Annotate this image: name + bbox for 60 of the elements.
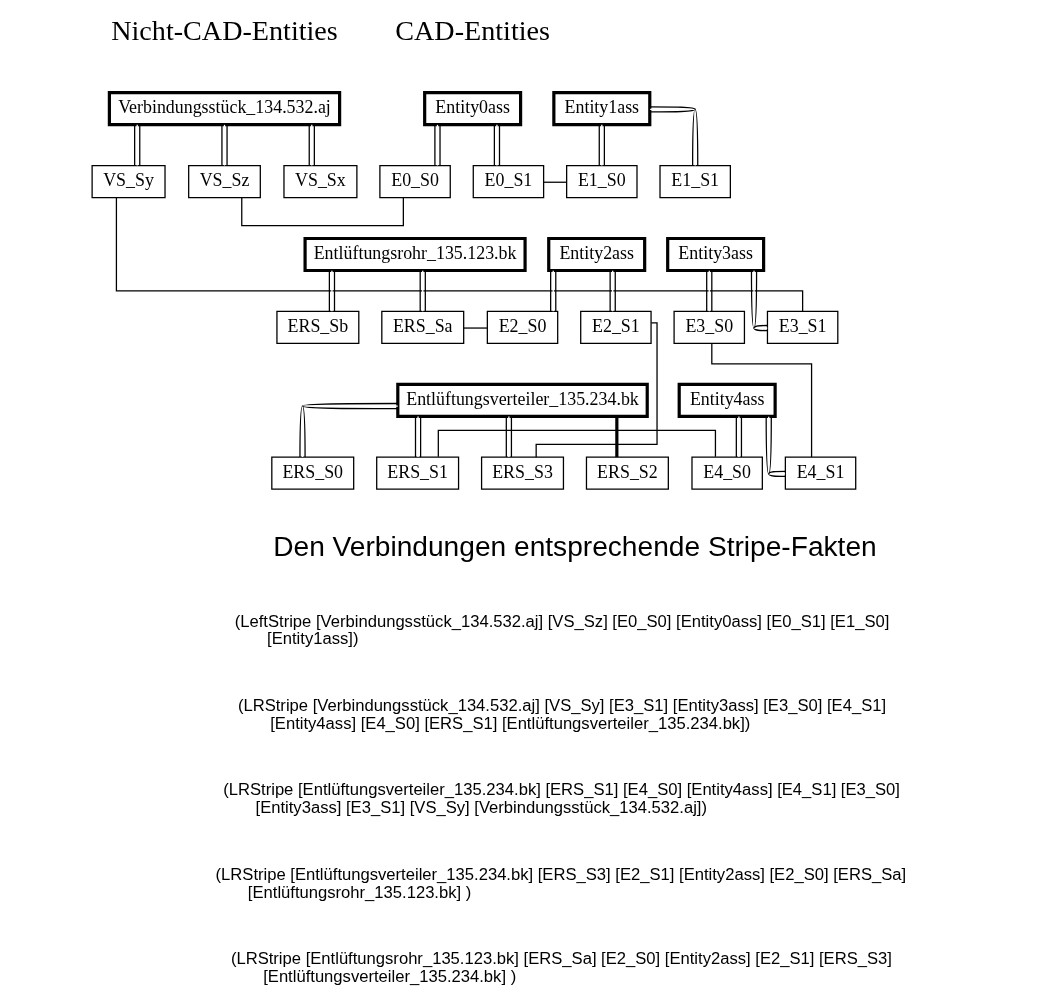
connector xyxy=(750,270,768,332)
node-box: VS_Sz xyxy=(188,164,261,199)
connector xyxy=(221,124,228,167)
node-box: E4_S0 xyxy=(691,456,763,490)
connector xyxy=(765,416,786,478)
node-box: Entlüftungsverteiler_135.234.bk xyxy=(396,382,649,418)
label: (LRStripe [Entlüftungsrohr_135.123.bk] [ERS_Sa] [E2_S0] [Entity2ass] [E2_S1] [ERS_S3] [Entlüftungsverteiler_135.234.bk] ) xyxy=(230,949,892,987)
connector xyxy=(134,124,141,167)
connector xyxy=(328,270,336,312)
node-box: VS_Sy xyxy=(91,164,166,199)
node-box: ERS_S3 xyxy=(480,456,565,490)
connector xyxy=(493,124,501,167)
node-box: VS_Sx xyxy=(283,164,358,199)
connector xyxy=(434,124,441,167)
connector xyxy=(550,270,557,312)
connector xyxy=(241,197,404,227)
node-box: Verbindungsstück_134.532.aj xyxy=(107,91,342,127)
label: (LeftStripe [Verbindungsstück_134.532.aj] [VS_Sz] [E0_S0] [Entity0ass] [E0_S1] [E1_S0] [Entity1ass]) xyxy=(234,611,890,649)
label: CAD-Entities xyxy=(395,14,550,46)
connector xyxy=(711,342,813,458)
node-box: Entity4ass xyxy=(677,382,777,418)
label: (LRStripe [Entlüftungsverteiler_135.234.bk] [ERS_S3] [E2_S1] [Entity2ass] [E2_S0] [ERS_Sa] [Entlüftungsrohr_135.123.bk] ) xyxy=(215,864,907,902)
connector xyxy=(609,270,616,312)
node-box: E2_S0 xyxy=(486,310,559,345)
node-box: Entity1ass xyxy=(552,91,652,127)
node-box: ERS_Sb xyxy=(276,310,360,345)
label: Den Verbindungen entsprechende Stripe-Fakten xyxy=(273,531,877,563)
connector xyxy=(598,124,605,167)
node-box: E1_S1 xyxy=(659,164,731,199)
node-box: Entity0ass xyxy=(423,91,523,127)
node-box: E2_S1 xyxy=(580,310,652,345)
connector xyxy=(299,402,399,458)
node-box: Entlüftungsrohr_135.123.bk xyxy=(303,236,527,273)
connector xyxy=(649,106,699,167)
connector xyxy=(414,415,422,458)
node-box: ERS_S2 xyxy=(585,456,669,490)
connector xyxy=(308,124,315,167)
node-box: Entity3ass xyxy=(666,236,766,273)
label: Nicht-CAD-Entities xyxy=(111,14,338,46)
node-box: ERS_S0 xyxy=(271,456,355,490)
connector xyxy=(419,270,426,312)
node-box: E4_S1 xyxy=(784,456,857,490)
node-box: E3_S0 xyxy=(673,310,746,345)
connector xyxy=(463,327,488,329)
connector xyxy=(115,197,804,312)
node-box: Entity2ass xyxy=(547,236,647,273)
connector xyxy=(735,415,743,458)
node-box: E0_S1 xyxy=(472,164,545,199)
connector xyxy=(543,181,568,183)
node-box: E0_S0 xyxy=(379,164,451,199)
connector xyxy=(615,416,619,458)
node-box: ERS_S1 xyxy=(376,456,460,490)
node-box: E3_S1 xyxy=(766,310,839,345)
connector xyxy=(505,415,513,458)
connector xyxy=(706,270,713,312)
label: (LRStripe [Entlüftungsverteiler_135.234.bk] [ERS_S1] [E4_S0] [Entity4ass] [E4_S1] [E3_S0] [Entity3ass] [E3_S1] [VS_Sy] [Verbindungsstück_134.532.aj]) xyxy=(223,780,900,818)
node-box: ERS_Sa xyxy=(381,310,465,345)
label: (LRStripe [Verbindungsstück_134.532.aj] [VS_Sy] [E3_S1] [Entity3ass] [E3_S0] [E4_S1] [Entity4ass] [E4_S0] [ERS_S1] [Entlüftungsverteiler_135.234.bk]) xyxy=(237,696,887,733)
node-box: E1_S0 xyxy=(566,164,638,199)
connector xyxy=(437,429,717,458)
